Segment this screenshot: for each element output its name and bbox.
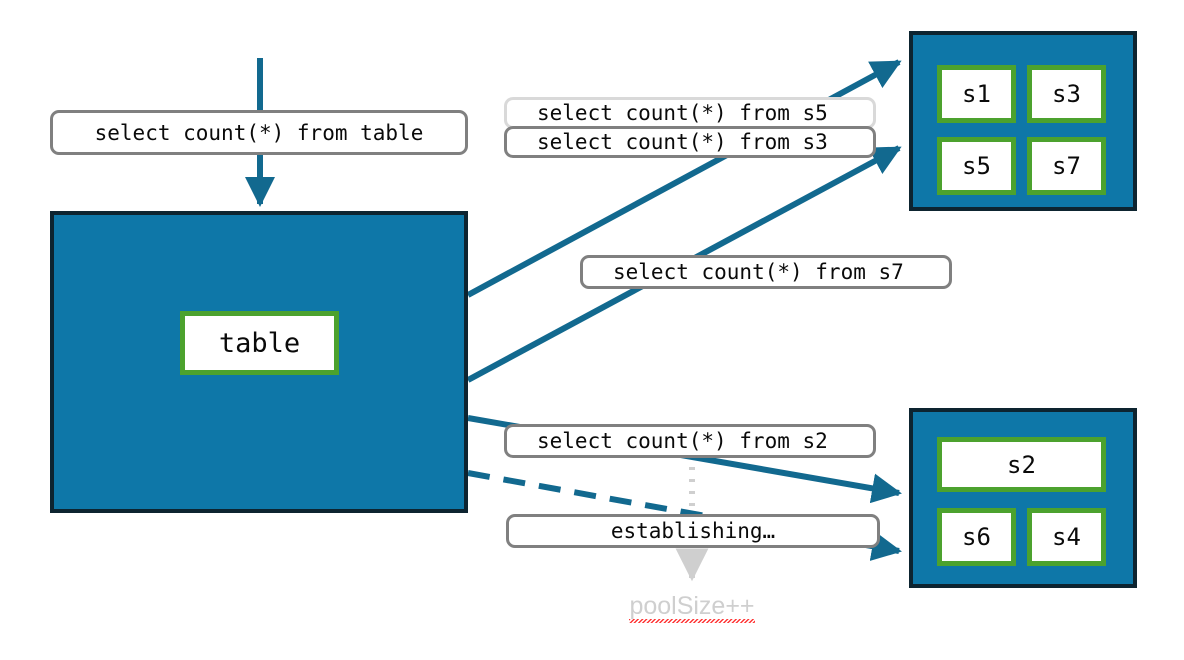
shard-s4[interactable]: s4 — [1027, 508, 1106, 566]
shard-s5-label: s5 — [962, 152, 991, 180]
query-label-s7-text: select count(*) from s7 — [613, 260, 904, 284]
shard-s7[interactable]: s7 — [1027, 137, 1106, 195]
table-node-label: table — [218, 327, 301, 359]
query-label-s2[interactable]: select count(*) from s2 — [504, 424, 876, 458]
shard-s5[interactable]: s5 — [937, 137, 1016, 195]
query-label-s3-text: select count(*) from s3 — [537, 130, 828, 154]
shard-s6[interactable]: s6 — [937, 508, 1016, 566]
query-label-table[interactable]: select count(*) from table — [50, 110, 468, 155]
query-label-s5[interactable]: select count(*) from s5 — [504, 97, 876, 129]
shard-s4-label: s4 — [1052, 523, 1081, 551]
query-label-s7[interactable]: select count(*) from s7 — [580, 255, 952, 289]
shard-s1-label: s1 — [962, 80, 991, 108]
shard-s1[interactable]: s1 — [937, 65, 1016, 123]
status-label-establishing-text: establishing… — [610, 519, 776, 543]
shard-s2[interactable]: s2 — [937, 437, 1106, 492]
poolsize-annotation: poolSize++ — [592, 592, 792, 623]
shard-s3[interactable]: s3 — [1027, 65, 1106, 123]
poolsize-annotation-text: poolSize++ — [629, 592, 755, 623]
status-label-establishing[interactable]: establishing… — [506, 514, 880, 548]
shard-s6-label: s6 — [962, 523, 991, 551]
shard-s7-label: s7 — [1052, 152, 1081, 180]
shard-s2-label: s2 — [1007, 450, 1036, 479]
shard-s3-label: s3 — [1052, 80, 1081, 108]
query-label-table-text: select count(*) from table — [94, 120, 424, 145]
table-node[interactable]: table — [180, 311, 339, 375]
query-label-s2-text: select count(*) from s2 — [537, 429, 828, 453]
query-label-s5-text: select count(*) from s5 — [537, 101, 828, 125]
query-label-s3[interactable]: select count(*) from s3 — [504, 126, 876, 158]
